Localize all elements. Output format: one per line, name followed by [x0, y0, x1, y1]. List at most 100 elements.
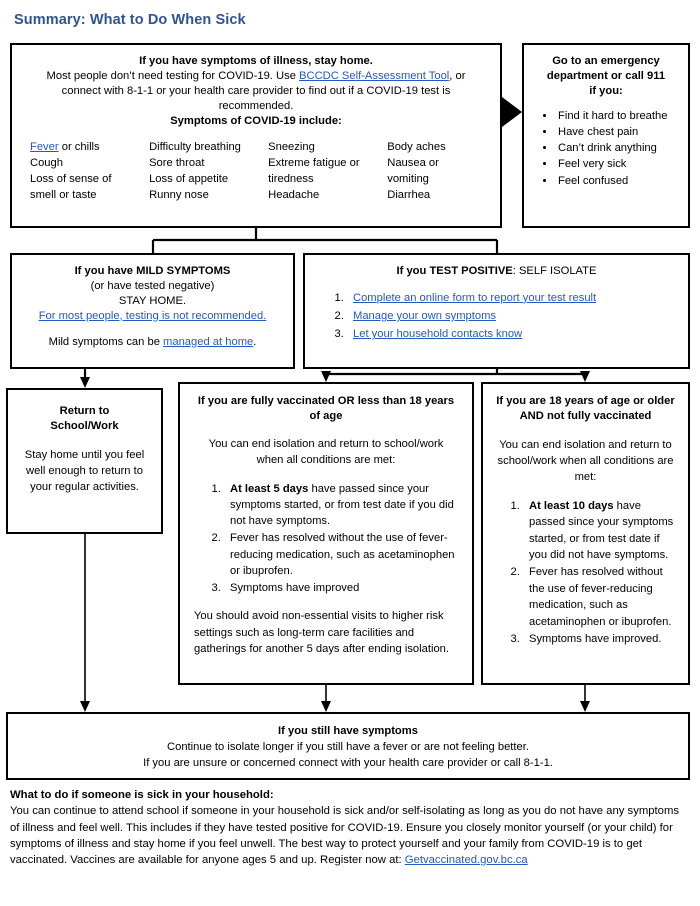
symptom-item: Sore throat	[149, 157, 205, 170]
mild-symptoms-box: If you have MILD SYMPTOMS (or have teste…	[10, 253, 295, 369]
return-heading-line2: School/Work	[50, 420, 119, 433]
symptoms-heading: If you have symptoms of illness, stay ho…	[139, 55, 373, 67]
list-item: Fever has resolved without the use of fe…	[224, 530, 458, 579]
symptom-item: Loss of appetite	[149, 173, 229, 186]
vax-subheading: You can end isolation and return to scho…	[208, 437, 444, 466]
emergency-heading-line2: department or call 911	[546, 69, 666, 82]
symptoms-box: If you have symptoms of illness, stay ho…	[10, 43, 502, 228]
condition-rest: Symptoms have improved.	[529, 633, 662, 646]
mild-line5-pre: Mild symptoms can be	[48, 335, 164, 348]
household-contacts-link[interactable]: Let your household contacts know	[353, 328, 523, 341]
return-heading-line1: Return to	[59, 405, 110, 417]
mild-line5: Mild symptoms can be managed at home.	[20, 335, 285, 350]
condition-bold: At least 5 days	[230, 482, 309, 495]
fully-vaccinated-box: If you are fully vaccinated OR less than…	[178, 382, 474, 685]
symptom-item: Diarrhea	[387, 189, 431, 202]
symptom-item: vomiting	[387, 173, 429, 186]
not-fully-vaccinated-box: If you are 18 years of age or older AND …	[481, 382, 690, 685]
symptoms-line2-post: , or	[449, 69, 466, 82]
symptom-item: Runny nose	[149, 189, 209, 202]
vax-conditions-list: At least 5 days have passed since your s…	[194, 481, 458, 597]
emergency-symptom-list: Find it hard to breathe Have chest pain …	[530, 108, 682, 189]
symptom-item: smell or taste	[30, 189, 97, 202]
emergency-box: Go to an emergency department or call 91…	[522, 43, 690, 228]
list-item: Feel very sick	[556, 156, 682, 172]
condition-rest: Fever has resolved without the use of fe…	[529, 566, 672, 628]
vax-heading: If you are fully vaccinated OR less than…	[197, 395, 455, 423]
household-body-text: You can continue to attend school if som…	[10, 805, 680, 867]
still-line2: Continue to isolate longer if you still …	[167, 741, 529, 754]
list-item: Feel confused	[556, 173, 682, 189]
list-item: Find it hard to breathe	[556, 108, 682, 124]
unvax-heading: If you are 18 years of age or older AND …	[496, 395, 675, 423]
mild-line4: For most people, testing is not recommen…	[20, 309, 285, 324]
symptom-item: Cough	[30, 157, 63, 170]
symptoms-column-1: Fever or chills Cough Loss of sense of s…	[30, 140, 149, 204]
mild-line2: (or have tested negative)	[90, 279, 215, 292]
vax-tail-text: You should avoid non-essential visits to…	[194, 610, 449, 655]
condition-bold: At least 10 days	[529, 499, 614, 512]
symptom-item: Body aches	[387, 141, 446, 154]
symptoms-line4: recommended.	[218, 99, 294, 112]
list-item[interactable]: Complete an online form to report your t…	[347, 289, 678, 307]
testing-not-recommended-link[interactable]: For most people, testing is not recommen…	[38, 309, 267, 322]
symptoms-column-4: Body aches Nausea or vomiting Diarrhea	[387, 140, 488, 204]
list-item: At least 5 days have passed since your s…	[224, 481, 458, 530]
return-heading: Return to School/Work	[18, 404, 151, 435]
symptom-item: Nausea or	[387, 157, 439, 170]
symptoms-columns: Fever or chills Cough Loss of sense of s…	[24, 140, 488, 204]
symptom-fever: Fever or chills	[30, 140, 149, 156]
symptom-item: Difficulty breathing	[149, 141, 241, 154]
return-body: Stay home until you feel well enough to …	[24, 448, 145, 494]
symptoms-line3: connect with 8-1-1 or your health care p…	[61, 84, 451, 97]
condition-rest: have passed since your symptoms started,…	[230, 482, 454, 528]
still-line3: If you are unsure or concerned connect w…	[143, 757, 553, 770]
symptom-item: tiredness	[268, 173, 314, 186]
household-section: What to do if someone is sick in your ho…	[10, 787, 684, 868]
emergency-heading: Go to an emergency department or call 91…	[530, 54, 682, 99]
positive-heading-bold: If you TEST POSITIVE	[396, 265, 513, 277]
return-to-school-box: Return to School/Work Stay home until yo…	[6, 388, 163, 534]
manage-symptoms-link[interactable]: Manage your own symptoms	[353, 310, 497, 323]
emergency-heading-line1: Go to an emergency	[552, 55, 660, 67]
test-positive-box: If you TEST POSITIVE: SELF ISOLATE Compl…	[303, 253, 690, 369]
still-heading: If you still have symptoms	[278, 725, 418, 737]
list-item: At least 10 days have passed since your …	[523, 498, 678, 564]
list-item: Can’t drink anything	[556, 140, 682, 156]
symptom-item: Headache	[268, 189, 320, 202]
report-test-result-link[interactable]: Complete an online form to report your t…	[353, 291, 597, 304]
symptom-item: Sneezing	[268, 141, 315, 154]
positive-heading: If you TEST POSITIVE: SELF ISOLATE	[315, 264, 678, 279]
condition-rest: have passed since your symptoms started,…	[529, 499, 674, 561]
symptoms-column-2: Difficulty breathing Sore throat Loss of…	[149, 140, 268, 204]
mild-line5-post: .	[253, 335, 257, 348]
positive-heading-rest: : SELF ISOLATE	[512, 265, 597, 277]
getvaccinated-link[interactable]: Getvaccinated.gov.bc.ca	[404, 854, 528, 867]
unvax-subheading: You can end isolation and return to scho…	[497, 438, 674, 484]
unvax-conditions-list: At least 10 days have passed since your …	[493, 498, 678, 648]
household-heading: What to do if someone is sick in your ho…	[10, 789, 274, 801]
list-item: Symptoms have improved	[224, 580, 458, 596]
list-item: Have chest pain	[556, 124, 682, 140]
page-title: Summary: What to Do When Sick	[14, 12, 246, 28]
fever-link[interactable]: Fever	[30, 141, 59, 154]
list-item[interactable]: Manage your own symptoms	[347, 307, 678, 325]
bccdc-self-assessment-link[interactable]: BCCDC Self-Assessment Tool	[299, 69, 450, 82]
fever-rest: or chills	[58, 141, 100, 154]
condition-rest: Fever has resolved without the use of fe…	[230, 532, 455, 577]
condition-rest: Symptoms have improved	[230, 582, 360, 595]
still-have-symptoms-box: If you still have symptoms Continue to i…	[6, 712, 690, 780]
symptoms-line2: Most people don’t need testing for COVID…	[24, 69, 488, 84]
list-item[interactable]: Let your household contacts know	[347, 325, 678, 343]
positive-steps-list: Complete an online form to report your t…	[315, 289, 678, 343]
symptom-item: Loss of sense of	[30, 173, 112, 186]
symptoms-column-3: Sneezing Extreme fatigue or tiredness He…	[268, 140, 387, 204]
symptom-item: Extreme fatigue or	[268, 157, 360, 170]
managed-at-home-link[interactable]: managed at home	[163, 335, 254, 348]
emergency-heading-line3: if you:	[589, 84, 623, 97]
household-body: You can continue to attend school if som…	[10, 803, 684, 868]
symptoms-subheading: Symptoms of COVID-19 include:	[170, 114, 342, 127]
mild-heading: If you have MILD SYMPTOMS	[74, 265, 231, 277]
list-item: Fever has resolved without the use of fe…	[523, 564, 678, 630]
